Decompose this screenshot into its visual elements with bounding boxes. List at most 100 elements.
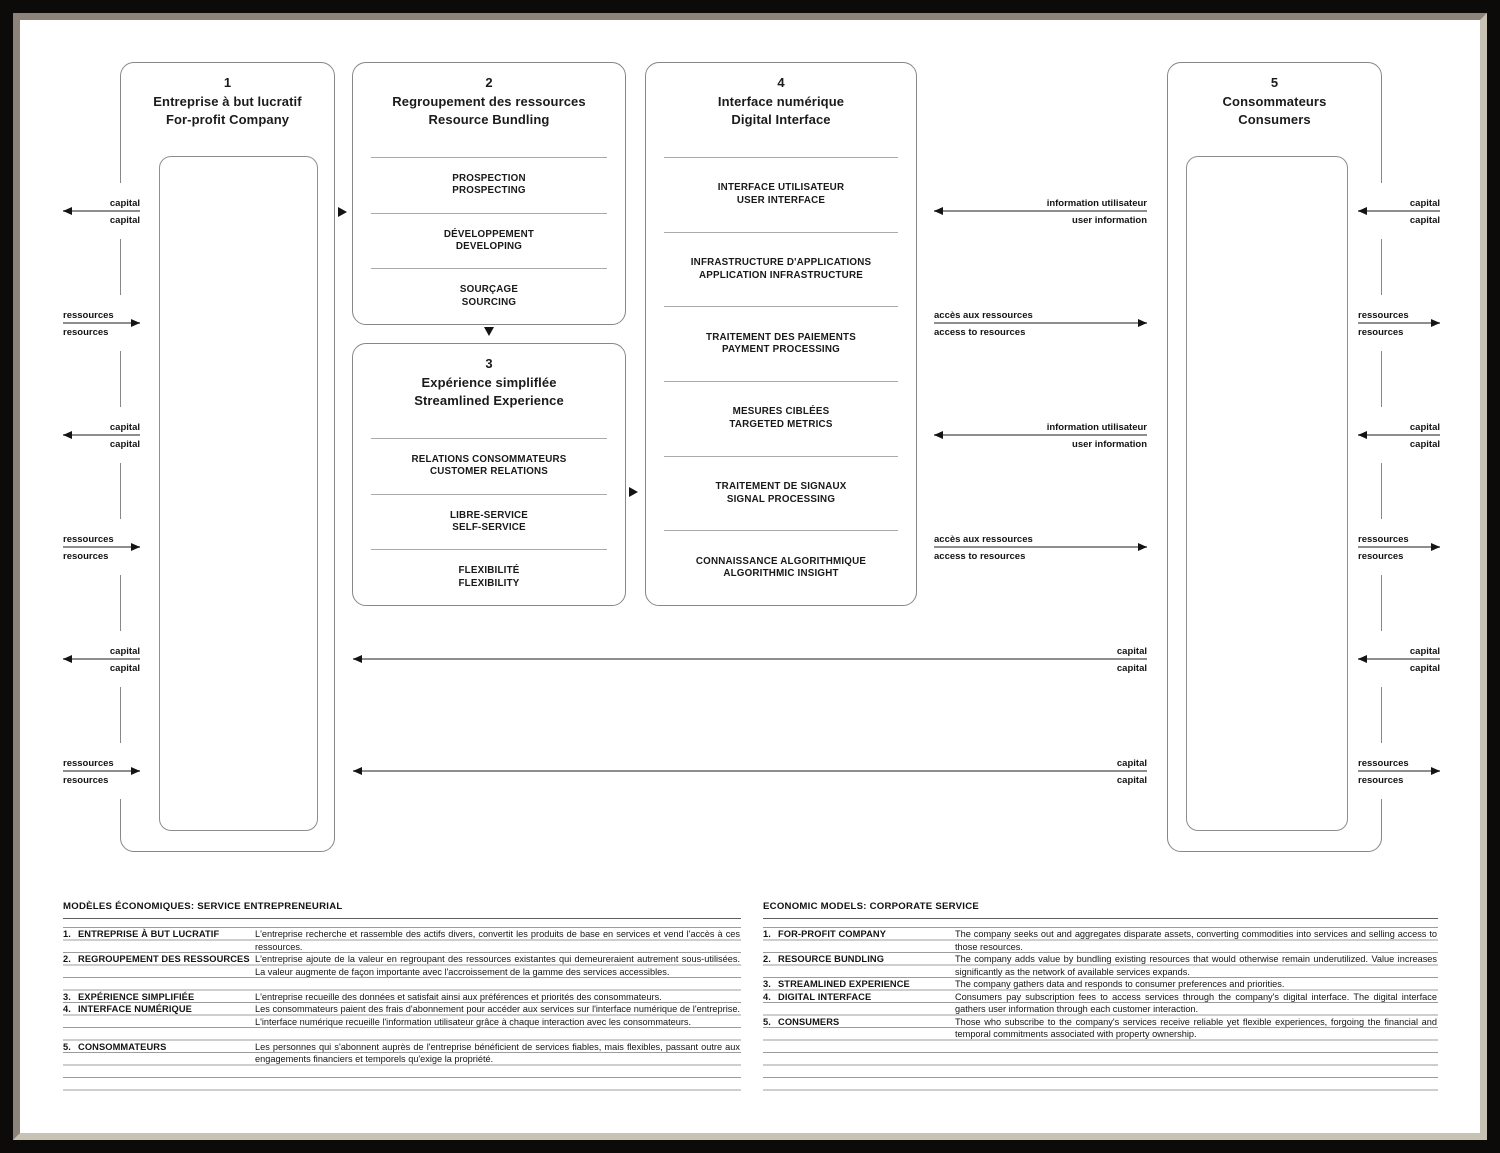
legend-description: Les consommateurs paient des frais d'abo… xyxy=(255,1004,740,1027)
item-label-en: ALGORITHMIC INSIGHT xyxy=(723,568,839,580)
legend-description: Les personnes qui s'abonnent auprès de l… xyxy=(255,1041,740,1065)
item-label-en: SELF-SERVICE xyxy=(452,522,526,533)
legend-description: L'entreprise recherche et rassemble des … xyxy=(255,929,740,952)
arrowhead-right-icon xyxy=(131,766,140,775)
legend-description: L'entreprise recueille des données et sa… xyxy=(255,991,662,1002)
flow-label-top: capital xyxy=(109,645,140,657)
box-number: 5 xyxy=(1270,75,1279,90)
flow-label-bottom: capital xyxy=(109,214,140,226)
legend-term: 2.REGROUPEMENT DES RESSOURCES xyxy=(63,953,255,991)
flow-label-bottom: resources xyxy=(1358,774,1404,786)
item-label-fr: PROSPECTION xyxy=(452,172,526,184)
flow-label-top: accès aux ressources xyxy=(934,533,1033,545)
flow-line xyxy=(63,210,140,212)
flow-label-bottom: capital xyxy=(1409,438,1440,450)
flow-line xyxy=(1358,210,1440,212)
arrowhead-left-icon xyxy=(1358,430,1367,439)
flow-line xyxy=(934,434,1147,436)
item-label-en: USER INTERFACE xyxy=(736,194,826,206)
flow-line xyxy=(63,322,140,324)
flow-label-bottom: access to resources xyxy=(934,326,1026,338)
legend-description: The company adds value by bundling exist… xyxy=(955,954,1437,977)
flow-label-top: capital xyxy=(1116,757,1147,769)
arrowhead-right-icon xyxy=(1138,542,1147,551)
flow-label-bottom: capital xyxy=(109,662,140,674)
box-title-fr: Consommateurs xyxy=(1222,94,1327,109)
flow-label-top: ressources xyxy=(1358,533,1409,545)
flow-line xyxy=(1358,546,1440,548)
legend-term: 4.DIGITAL INTERFACE xyxy=(763,991,955,1016)
flow-label-bottom: capital xyxy=(109,438,140,450)
item-label-en: APPLICATION INFRASTRUCTURE xyxy=(699,269,863,281)
arrowhead-left-icon xyxy=(1358,206,1367,215)
legend-term: 5.CONSUMERS xyxy=(763,1016,955,1041)
legend-term: 5.CONSOMMATEURS xyxy=(63,1041,255,1066)
box-number: 3 xyxy=(485,356,493,371)
flow-label-top: capital xyxy=(109,197,140,209)
item-label-fr: RELATIONS CONSOMMATEURS xyxy=(411,453,567,465)
arrowhead-left-icon xyxy=(1358,654,1367,663)
flow-line xyxy=(63,546,140,548)
flow-line xyxy=(353,658,1147,660)
flow-label-bottom: capital xyxy=(1116,662,1147,674)
box-title-en: Resource Bundling xyxy=(428,112,550,127)
item-label-fr: SOURÇAGE xyxy=(459,284,519,296)
flow-label-top: capital xyxy=(1409,197,1440,209)
flow-label-top: ressources xyxy=(63,533,114,545)
box-title-en: Streamlined Experience xyxy=(414,393,564,408)
legend-item-number: 1. xyxy=(763,929,771,939)
arrowhead-right-icon xyxy=(131,318,140,327)
flow-label-top: ressources xyxy=(1358,309,1409,321)
item-label-fr: TRAITEMENT DES PAIEMENTS xyxy=(706,331,856,343)
flow-label-bottom: capital xyxy=(1409,662,1440,674)
flow-line xyxy=(63,434,140,436)
flow-line xyxy=(63,770,140,772)
arrowhead-left-icon xyxy=(353,766,362,775)
item-label-en: TARGETED METRICS xyxy=(729,418,833,430)
box-title-fr: Expérience simpliflée xyxy=(421,375,557,390)
legend-item-number: 2. xyxy=(63,954,71,964)
box-title-fr: Interface numérique xyxy=(717,94,845,109)
legend-title: ECONOMIC MODELS: CORPORATE SERVICE xyxy=(763,901,1438,919)
empty-inner-panel xyxy=(1186,156,1348,831)
legend-title: MODÈLES ÉCONOMIQUES: SERVICE ENTREPRENEU… xyxy=(63,901,741,919)
legend-term-text: INTERFACE NUMÉRIQUE xyxy=(78,1004,192,1014)
item-label-en: SOURCING xyxy=(461,296,517,308)
flow-label-top: ressources xyxy=(1358,757,1409,769)
flow-label-top: capital xyxy=(1116,645,1147,657)
flow-line xyxy=(1358,658,1440,660)
item-label-en: CUSTOMER RELATIONS xyxy=(429,466,549,478)
arrowhead-left-icon xyxy=(353,654,362,663)
arrowhead-left-icon xyxy=(934,430,943,439)
box-title-en: Consumers xyxy=(1238,112,1311,127)
legend-item-number: 1. xyxy=(63,929,71,939)
flow-right-row-6: ressources resources xyxy=(1348,743,1448,799)
item-label-fr: LIBRE-SERVICE xyxy=(449,509,529,521)
legend-term: 1. FOR-PROFIT COMPANY xyxy=(763,928,955,953)
legend-term-text: FOR-PROFIT COMPANY xyxy=(778,929,887,939)
box-title-fr: Entreprise à but lucratif xyxy=(153,94,302,109)
flow-line xyxy=(1358,770,1440,772)
legend-item-number: 4. xyxy=(763,991,771,1002)
flow-left-row-1: capital capital xyxy=(55,183,152,239)
arrowhead-right-icon xyxy=(131,542,140,551)
